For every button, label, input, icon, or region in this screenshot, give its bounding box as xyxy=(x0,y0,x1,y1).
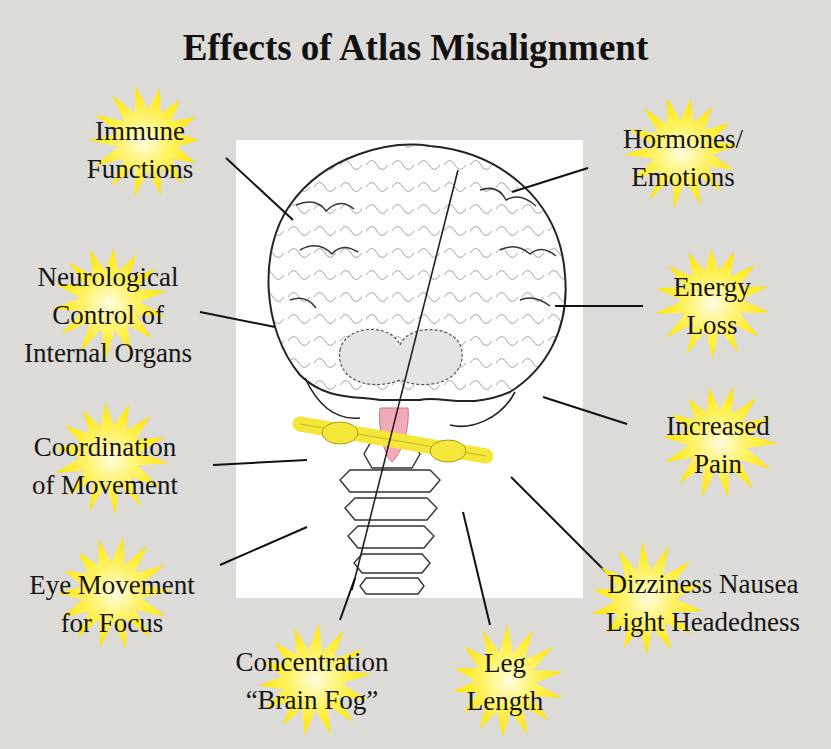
brain-folds xyxy=(290,188,556,308)
leader-line xyxy=(463,512,490,625)
label-text: Neurological Control of Internal Organs xyxy=(18,258,198,372)
starburst xyxy=(440,617,570,747)
cerebellum xyxy=(340,329,463,384)
label-text: Concentration “Brain Fog” xyxy=(210,643,415,719)
starburst-label: Neurological Control of Internal Organs xyxy=(18,258,198,372)
starburst-label: Hormones/ Emotions xyxy=(603,120,763,196)
starburst-label: Energy Loss xyxy=(657,268,767,344)
leader-line xyxy=(220,527,307,565)
label-text: Increased Pain xyxy=(651,407,786,483)
illustration-panel xyxy=(236,140,583,598)
label-text: Eye Movement for Focus xyxy=(15,566,210,642)
starburst xyxy=(247,615,377,745)
starburst-label: Increased Pain xyxy=(651,407,786,483)
label-text: Immune Functions xyxy=(65,112,215,188)
starburst-shape xyxy=(663,387,778,498)
starburst-label: Eye Movement for Focus xyxy=(15,566,210,642)
starburst-label: Immune Functions xyxy=(65,112,215,188)
leader-line xyxy=(512,168,588,192)
starburst xyxy=(580,535,710,665)
label-text: Dizziness Nausea Light Headedness xyxy=(601,565,806,641)
leader-line xyxy=(226,158,293,220)
starburst-label: Concentration “Brain Fog” xyxy=(210,643,415,719)
label-text: Hormones/ Emotions xyxy=(603,120,763,196)
brain-gyri xyxy=(268,145,565,401)
leader-line xyxy=(200,312,275,327)
starburst-label: Dizziness Nausea Light Headedness xyxy=(601,565,806,641)
starburst-shape xyxy=(259,623,372,735)
cervical-spine xyxy=(340,440,440,594)
starburst-shape xyxy=(453,624,564,737)
leader-line xyxy=(543,397,627,424)
leader-line xyxy=(555,305,643,307)
label-text: Energy Loss xyxy=(657,268,767,344)
leader-line xyxy=(340,578,355,620)
starburst-label: Leg Length xyxy=(458,644,553,720)
starburst-shape xyxy=(655,249,770,360)
starburst-label: Coordination of Movement xyxy=(20,428,190,504)
brain-outline xyxy=(268,145,565,401)
label-text: Coordination of Movement xyxy=(20,428,190,504)
leader-line xyxy=(511,477,612,578)
title: Effects of Atlas Misalignment xyxy=(0,26,831,69)
leader-line xyxy=(213,460,307,465)
midline xyxy=(352,170,458,590)
label-text: Leg Length xyxy=(458,644,553,720)
